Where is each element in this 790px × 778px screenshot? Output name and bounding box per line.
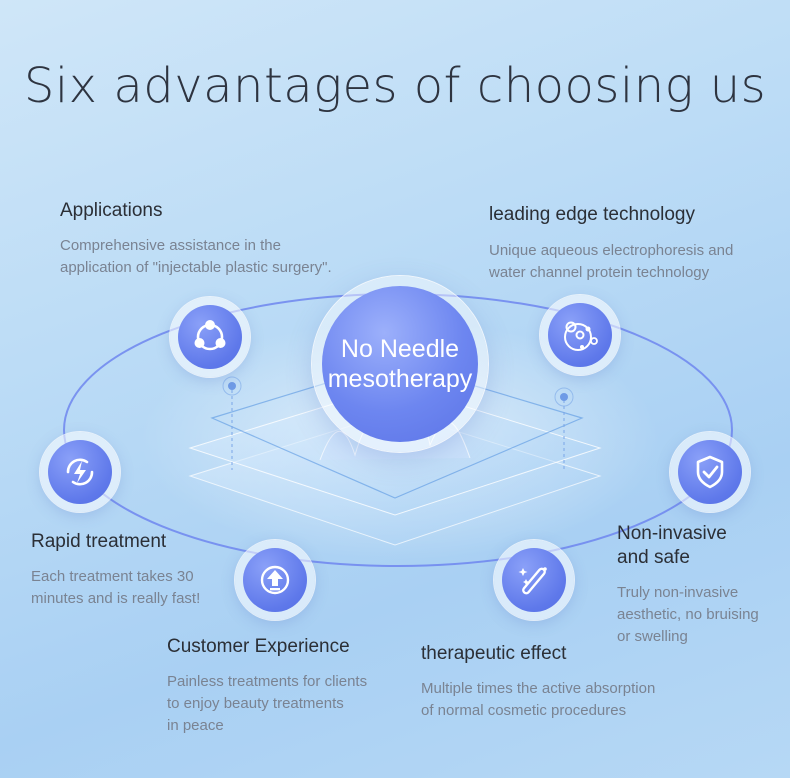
feature-technology-desc-2: water channel protein technology	[489, 264, 710, 281]
upload-arrow-icon	[260, 565, 290, 595]
feature-therapeutic-title: therapeutic effect	[421, 643, 567, 664]
lightning-icon	[66, 458, 94, 486]
feature-applications-desc-1: Comprehensive assistance in the	[60, 237, 281, 254]
experience-icon-badge	[235, 540, 315, 620]
feature-applications-desc-2: application of "injectable plastic surge…	[60, 259, 332, 276]
feature-experience-desc-2: to enjoy beauty treatments	[167, 695, 344, 712]
feature-therapeutic-desc-1: Multiple times the active absorption	[421, 680, 656, 697]
feature-technology: leading edge technology Unique aqueous e…	[489, 203, 733, 284]
applications-icon-badge	[170, 297, 250, 377]
feature-safe-title-1: Non-invasive	[617, 523, 727, 544]
feature-technology-desc-1: Unique aqueous electrophoresis and	[489, 242, 734, 259]
shield-check-icon	[696, 455, 724, 489]
bubbles-icon	[564, 321, 598, 351]
center-line-2: mesotherapy	[327, 365, 473, 393]
rapid-icon-badge	[40, 432, 120, 512]
feature-experience: Customer Experience Painless treatments …	[167, 635, 367, 737]
therapeutic-icon-badge	[494, 540, 574, 620]
feature-experience-desc-3: in peace	[167, 717, 224, 734]
feature-technology-title: leading edge technology	[489, 204, 696, 225]
feature-safe-title-2: and safe	[617, 547, 690, 568]
safe-icon-badge	[670, 432, 750, 512]
feature-safe-desc-2: aesthetic, no bruising	[617, 606, 759, 623]
feature-therapeutic: therapeutic effect Multiple times the ac…	[421, 642, 655, 722]
feature-rapid-title: Rapid treatment	[31, 531, 167, 552]
technology-icon-badge	[540, 295, 620, 375]
feature-safe: Non-invasive and safe Truly non-invasive…	[617, 522, 759, 648]
feature-applications-title: Applications	[60, 200, 163, 221]
center-badge: No Needle mesotherapy	[312, 276, 488, 452]
beacon-dot	[560, 393, 568, 401]
center-line-1: No Needle	[340, 335, 460, 363]
feature-experience-desc-1: Painless treatments for clients	[167, 673, 368, 690]
feature-applications: Applications Comprehensive assistance in…	[60, 199, 332, 279]
feature-safe-desc-3: or swelling	[617, 628, 688, 645]
feature-safe-desc-1: Truly non-invasive	[617, 584, 739, 601]
center-core: No Needle mesotherapy	[322, 286, 478, 442]
feature-rapid-desc-2: minutes and is really fast!	[31, 590, 201, 607]
beacon-dot	[228, 382, 236, 390]
page-title: Six advantages of choosing us	[23, 58, 767, 114]
magic-wand-icon	[518, 567, 547, 595]
feature-rapid-desc-1: Each treatment takes 30	[31, 568, 194, 585]
share-nodes-icon	[194, 320, 226, 351]
feature-therapeutic-desc-2: of normal cosmetic procedures	[421, 702, 627, 719]
feature-experience-title: Customer Experience	[167, 636, 350, 657]
feature-rapid: Rapid treatment Each treatment takes 30 …	[31, 530, 200, 610]
